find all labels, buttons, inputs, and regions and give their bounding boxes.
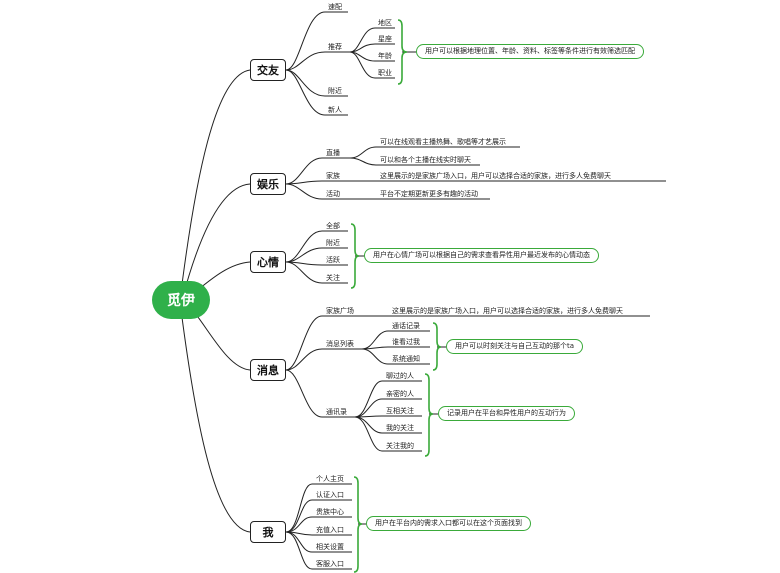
me-item: 充值入口 [316,526,344,534]
me-item: 个人主页 [316,475,344,483]
friends-item: 附近 [328,87,342,95]
family-desc: 这里展示的是家族广场入口，用户可以选择合适的家族，进行多人免费聊天 [380,172,611,180]
friends-item: 新人 [328,106,342,114]
me-item: 相关设置 [316,543,344,551]
contacts-sub: 我的关注 [386,424,414,432]
messages-family-desc: 这里展示的是家族广场入口，用户可以选择合适的家族，进行多人免费聊天 [392,307,623,315]
contacts-sub: 亲密的人 [386,390,414,398]
mood-item: 附近 [326,239,340,247]
mood-summary: 用户在心情广场可以根据自己的需求查看异性用户最近发布的心情动态 [364,248,599,263]
friends-item: 推荐 [328,43,342,51]
entertainment-item: 直播 [326,149,340,157]
contacts-sub: 聊过的人 [386,372,414,380]
me-summary: 用户在平台内的需求入口都可以在这个页面找到 [366,516,531,531]
root-node[interactable]: 觅伊 [152,281,210,319]
friends-summary: 用户可以根据地理位置、年龄、资料、标签等条件进行有效筛选匹配 [416,44,644,59]
entertainment-item: 家族 [326,172,340,180]
branch-me[interactable]: 我 [250,521,286,543]
messages-item: 家族广场 [326,307,354,315]
messages-item: 通讯录 [326,408,347,416]
friends-item: 速配 [328,3,342,11]
message-list-sub: 系统通知 [392,355,420,363]
recommend-sub-item: 星座 [378,35,392,43]
mood-item: 关注 [326,274,340,282]
branch-messages[interactable]: 消息 [250,359,286,381]
me-item: 认证入口 [316,491,344,499]
recommend-sub-item: 职业 [378,69,392,77]
messages-item: 消息列表 [326,340,354,348]
contacts-sub: 互相关注 [386,407,414,415]
entertainment-item: 活动 [326,190,340,198]
mood-item: 活跃 [326,256,340,264]
activity-desc: 平台不定期更新更多有趣的活动 [380,190,478,198]
live-desc: 可以在线观看主播热舞、歌唱等才艺展示 [380,138,506,146]
message-list-summary: 用户可以时刻关注与自己互动的那个ta [446,339,584,354]
branch-entertainment[interactable]: 娱乐 [250,173,286,195]
mood-item: 全部 [326,222,340,230]
contacts-summary: 记录用户在平台和异性用户的互动行为 [438,406,575,421]
message-list-sub: 通话记录 [392,322,420,330]
recommend-sub-item: 年龄 [378,52,392,60]
me-item: 贵族中心 [316,508,344,516]
branch-mood[interactable]: 心情 [250,251,286,273]
message-list-sub: 谁看过我 [392,338,420,346]
recommend-sub-item: 地区 [378,19,392,27]
me-item: 客服入口 [316,560,344,568]
live-desc: 可以和各个主播在线实时聊天 [380,156,471,164]
contacts-sub: 关注我的 [386,442,414,450]
branch-friends[interactable]: 交友 [250,59,286,81]
